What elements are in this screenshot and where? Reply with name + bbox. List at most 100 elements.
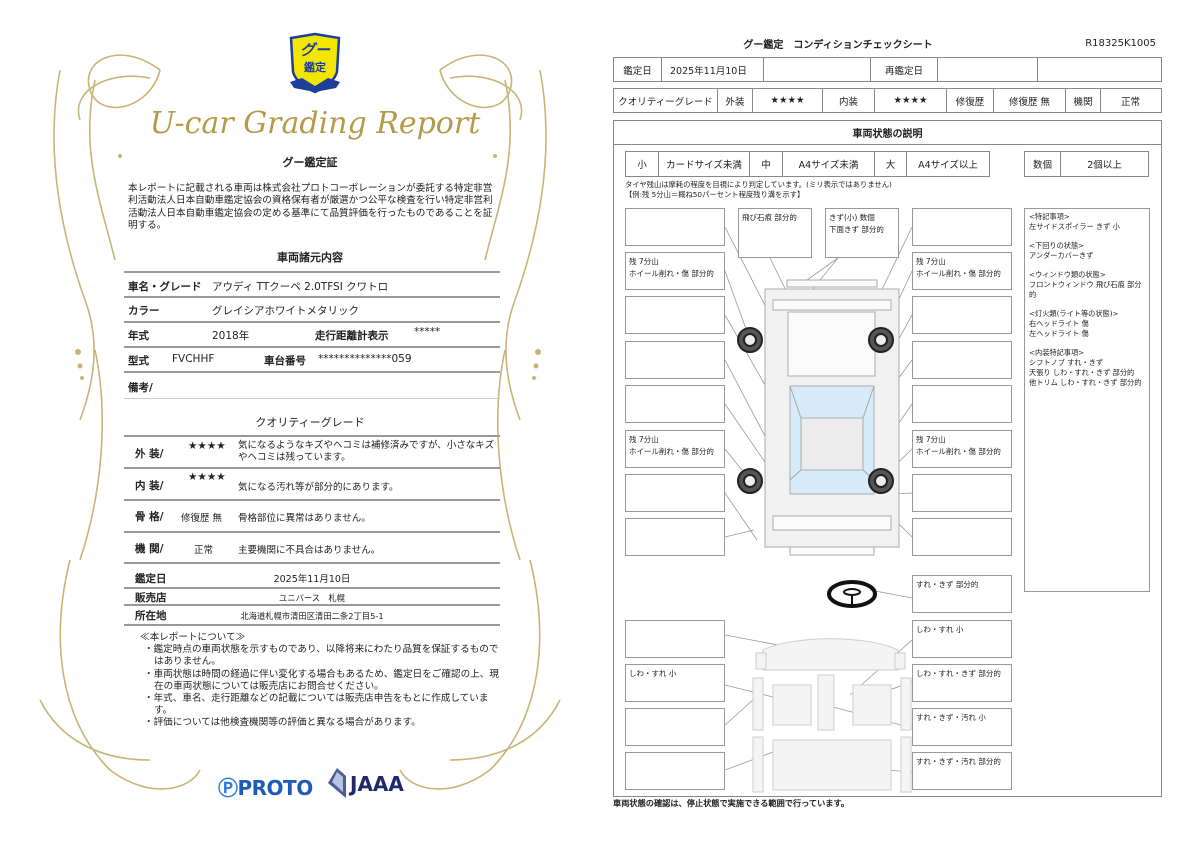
frame-text: 骨格部位に異常はありません。: [238, 513, 371, 524]
remark-line: 左サイドスポイラー きず 小: [1029, 222, 1120, 231]
leader-line: [724, 359, 768, 441]
date-label: 鑑定日: [614, 58, 662, 81]
grade-label: クオリティーグレード: [614, 89, 718, 112]
car-interior-view: [752, 638, 912, 793]
interior-callout-right: しわ・すれ・きず 部分的: [912, 664, 1012, 702]
remark-line: 天張り しわ・すれ・きず 部分的: [1029, 368, 1135, 377]
about-title: ≪本レポートについて≫: [140, 632, 246, 643]
shop-value: ユニバース 札幌: [279, 593, 345, 603]
year-value: 2018年: [212, 330, 250, 342]
steering-wheel-icon: [827, 580, 877, 608]
exterior-callout-top: 飛び石痕 部分的: [738, 208, 812, 258]
legend-medium: 中: [750, 152, 783, 176]
count-legend: 数個 2個以上: [1024, 151, 1149, 177]
remark-section: <ウィンドウ類の状態>フロントウィンドウ 飛び石痕 部分的: [1029, 270, 1145, 300]
year-label: 年式: [128, 330, 149, 342]
car-name-label: 車名・グレード: [128, 281, 202, 293]
legend-several-desc: 2個以上: [1087, 160, 1122, 171]
interior-label: 内 装/: [135, 480, 164, 492]
interior-callout-right: すれ・きず・汚れ 部分的: [912, 752, 1012, 790]
cert-paragraph: 本レポートに記載される車両は株式会社プロトコーポレーションが委託する特定非営利活…: [128, 183, 493, 231]
frame-label: 骨 格/: [135, 511, 164, 523]
remark-section: <灯火類(ライト等の状態)>右ヘッドライト 傷左ヘッドライト 傷: [1029, 309, 1145, 339]
divider: [124, 467, 500, 469]
remarks-panel: <特記事項>左サイドスポイラー きず 小<下回りの状態>アンダーカバーきず<ウィ…: [1024, 208, 1150, 592]
gold-ornament-frame: [39, 54, 561, 790]
interior-callout-right: しわ・すれ 小: [912, 620, 1012, 658]
shield-logo-icon: [289, 32, 341, 94]
legend-small-desc: カードサイズ未満: [659, 152, 750, 176]
divider: [124, 271, 500, 273]
about-item: ・鑑定時点の車両状態を示すものであり、以降将来にわたり品質を保証するものではあり…: [144, 644, 499, 668]
interior-callout-left: [625, 708, 725, 746]
leader-line: [869, 589, 913, 599]
notes-label: 備考/: [128, 382, 153, 394]
mileage-value: *****: [414, 326, 441, 338]
leader-line: [724, 697, 756, 726]
repair-label: 修復歴: [947, 89, 994, 112]
exterior-callout-right: 残 7分山 ホイール削れ・傷 部分的: [912, 252, 1012, 290]
engine-value: 正常: [194, 545, 214, 556]
engine-label: 機関: [1066, 89, 1101, 112]
remark-heading: <下回りの状態>: [1029, 241, 1085, 250]
chassis-label: 車台番号: [264, 355, 306, 367]
remark-heading: <特記事項>: [1029, 212, 1070, 221]
about-item: ・年式、車名、走行距離などの記載については販売店申告をもとに作成しています。: [144, 693, 489, 717]
doc-id: R18325K1005: [1085, 38, 1156, 49]
model-label: 型式: [128, 355, 149, 367]
ext-label: 外装: [718, 89, 753, 112]
logo-text-bottom: 鑑定: [304, 61, 326, 74]
remark-line: フロントウィンドウ 飛び石痕 部分的: [1029, 280, 1142, 299]
divider: [124, 371, 500, 373]
car-name-value: アウディ TTクーペ 2.0TFSI クワトロ: [212, 281, 389, 293]
exterior-label: 外 装/: [135, 448, 164, 460]
exterior-callout-left: [625, 518, 725, 556]
date-value: 2025年11月10日: [273, 574, 351, 585]
divider: [124, 531, 500, 533]
specs-title: 車両諸元内容: [277, 251, 343, 264]
reinspect-label: 再鑑定日: [871, 58, 938, 81]
color-value: グレイシアホワイトメタリック: [212, 305, 359, 317]
remark-section: <特記事項>左サイドスポイラー きず 小: [1029, 212, 1145, 232]
remark-section: <内装特記事項>シフトノブ すれ・きず天張り しわ・すれ・きず 部分的他トリム …: [1029, 348, 1145, 388]
legend-several: 数個: [1025, 152, 1061, 176]
proto-logo-text: PROTO: [237, 776, 314, 800]
remark-heading: <内装特記事項>: [1029, 348, 1085, 357]
divider: [124, 499, 500, 501]
tire-example-note: 【例:残 5分山＝概ね50パーセント程度残り溝を示す】: [625, 190, 805, 199]
car-top-view: [764, 279, 900, 556]
vehicle-diagram: [724, 226, 913, 793]
int-label: 内装: [823, 89, 875, 112]
mileage-label: 走行距離計表示: [315, 330, 389, 342]
exterior-callout-right: [912, 208, 1012, 246]
divider: [124, 321, 500, 323]
interior-stars: ★★★★: [188, 471, 226, 483]
grade-row: クオリティーグレード 外装 ★★★★ 内装 ★★★★ 修復歴 修復歴 無 機関 …: [613, 88, 1162, 113]
divider: [124, 398, 500, 399]
tire-icons: [737, 327, 894, 494]
divider: [124, 604, 500, 606]
gu-kantei-logo: グー 鑑定: [288, 32, 342, 94]
exterior-text: 気になるようなキズやヘコミは補修済みですが、小さなキズやヘコミは残っています。: [238, 440, 495, 463]
remark-heading: <ウィンドウ類の状態>: [1029, 270, 1106, 279]
legend-large-desc: A4サイズ以上: [918, 160, 978, 171]
footer-note: 車両状態の確認は、停止状態で実施できる範囲で行っています。: [613, 798, 850, 808]
divider: [124, 296, 500, 298]
about-item: ・車両状態は時間の経過に伴い変化する場合もあるため、鑑定日をご確認の上、現在の車…: [144, 668, 499, 692]
exterior-callout-left: 残 7分山 ホイール削れ・傷 部分的: [625, 252, 725, 290]
logo-text-top: グー: [299, 41, 330, 59]
exterior-callout-top: きず(小) 数個 下面きず 部分的: [825, 208, 899, 258]
date-label: 鑑定日: [135, 573, 167, 585]
reinspect-value: [938, 58, 1038, 81]
exterior-callout-left: [625, 385, 725, 423]
engine-label: 機 関/: [135, 543, 164, 555]
interior-text: 気になる汚れ等が部分的にあります。: [238, 482, 399, 493]
tire-note: タイヤ残山は摩耗の程度を目視により判定しています。(ミリ表示ではありません): [625, 180, 892, 189]
divider: [124, 562, 500, 564]
interior-callout-left: [625, 620, 725, 658]
address-value: 北海道札幌市清田区清田二条2丁目5-1: [240, 611, 384, 621]
exterior-callout-right: 残 7分山 ホイール削れ・傷 部分的: [912, 430, 1012, 468]
exterior-callout-left: [625, 296, 725, 334]
exterior-callout-left: [625, 208, 725, 246]
leader-line: [724, 492, 758, 541]
